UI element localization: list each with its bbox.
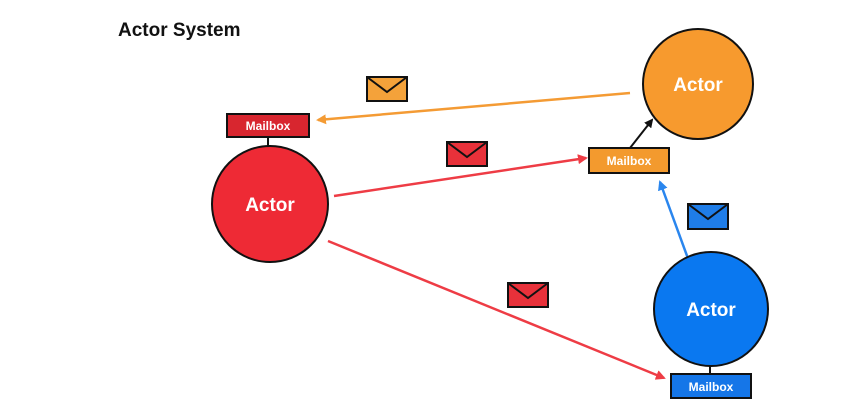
mailbox-orange: Mailbox	[588, 147, 670, 174]
actor-red: Actor	[211, 145, 329, 263]
actor-blue: Actor	[653, 251, 769, 367]
arrow-orange-to-red-mailbox	[316, 91, 631, 125]
diagram-title: Actor System	[118, 20, 241, 41]
actor-red-label: Actor	[245, 195, 295, 216]
mailbox-red: Mailbox	[226, 113, 310, 138]
envelope-icon-red-upper	[446, 141, 488, 167]
envelope-icon-blue	[687, 203, 729, 230]
mailbox-red-label: Mailbox	[246, 119, 291, 133]
envelope-icon-orange	[366, 76, 408, 102]
arrow-red-to-orange-mailbox	[333, 154, 588, 198]
actor-orange: Actor	[642, 28, 754, 140]
arrow-red-to-blue-mailbox	[327, 239, 666, 380]
actor-orange-label: Actor	[673, 75, 723, 96]
mailbox-orange-label: Mailbox	[607, 154, 652, 168]
arrow-blue-to-orange-mailbox	[658, 180, 692, 265]
mailbox-blue-label: Mailbox	[689, 380, 734, 394]
envelope-icon-red-lower	[507, 282, 549, 308]
arrow-orange-mailbox-to-actor	[629, 118, 654, 149]
actor-blue-label: Actor	[686, 300, 736, 321]
mailbox-blue: Mailbox	[670, 373, 752, 399]
